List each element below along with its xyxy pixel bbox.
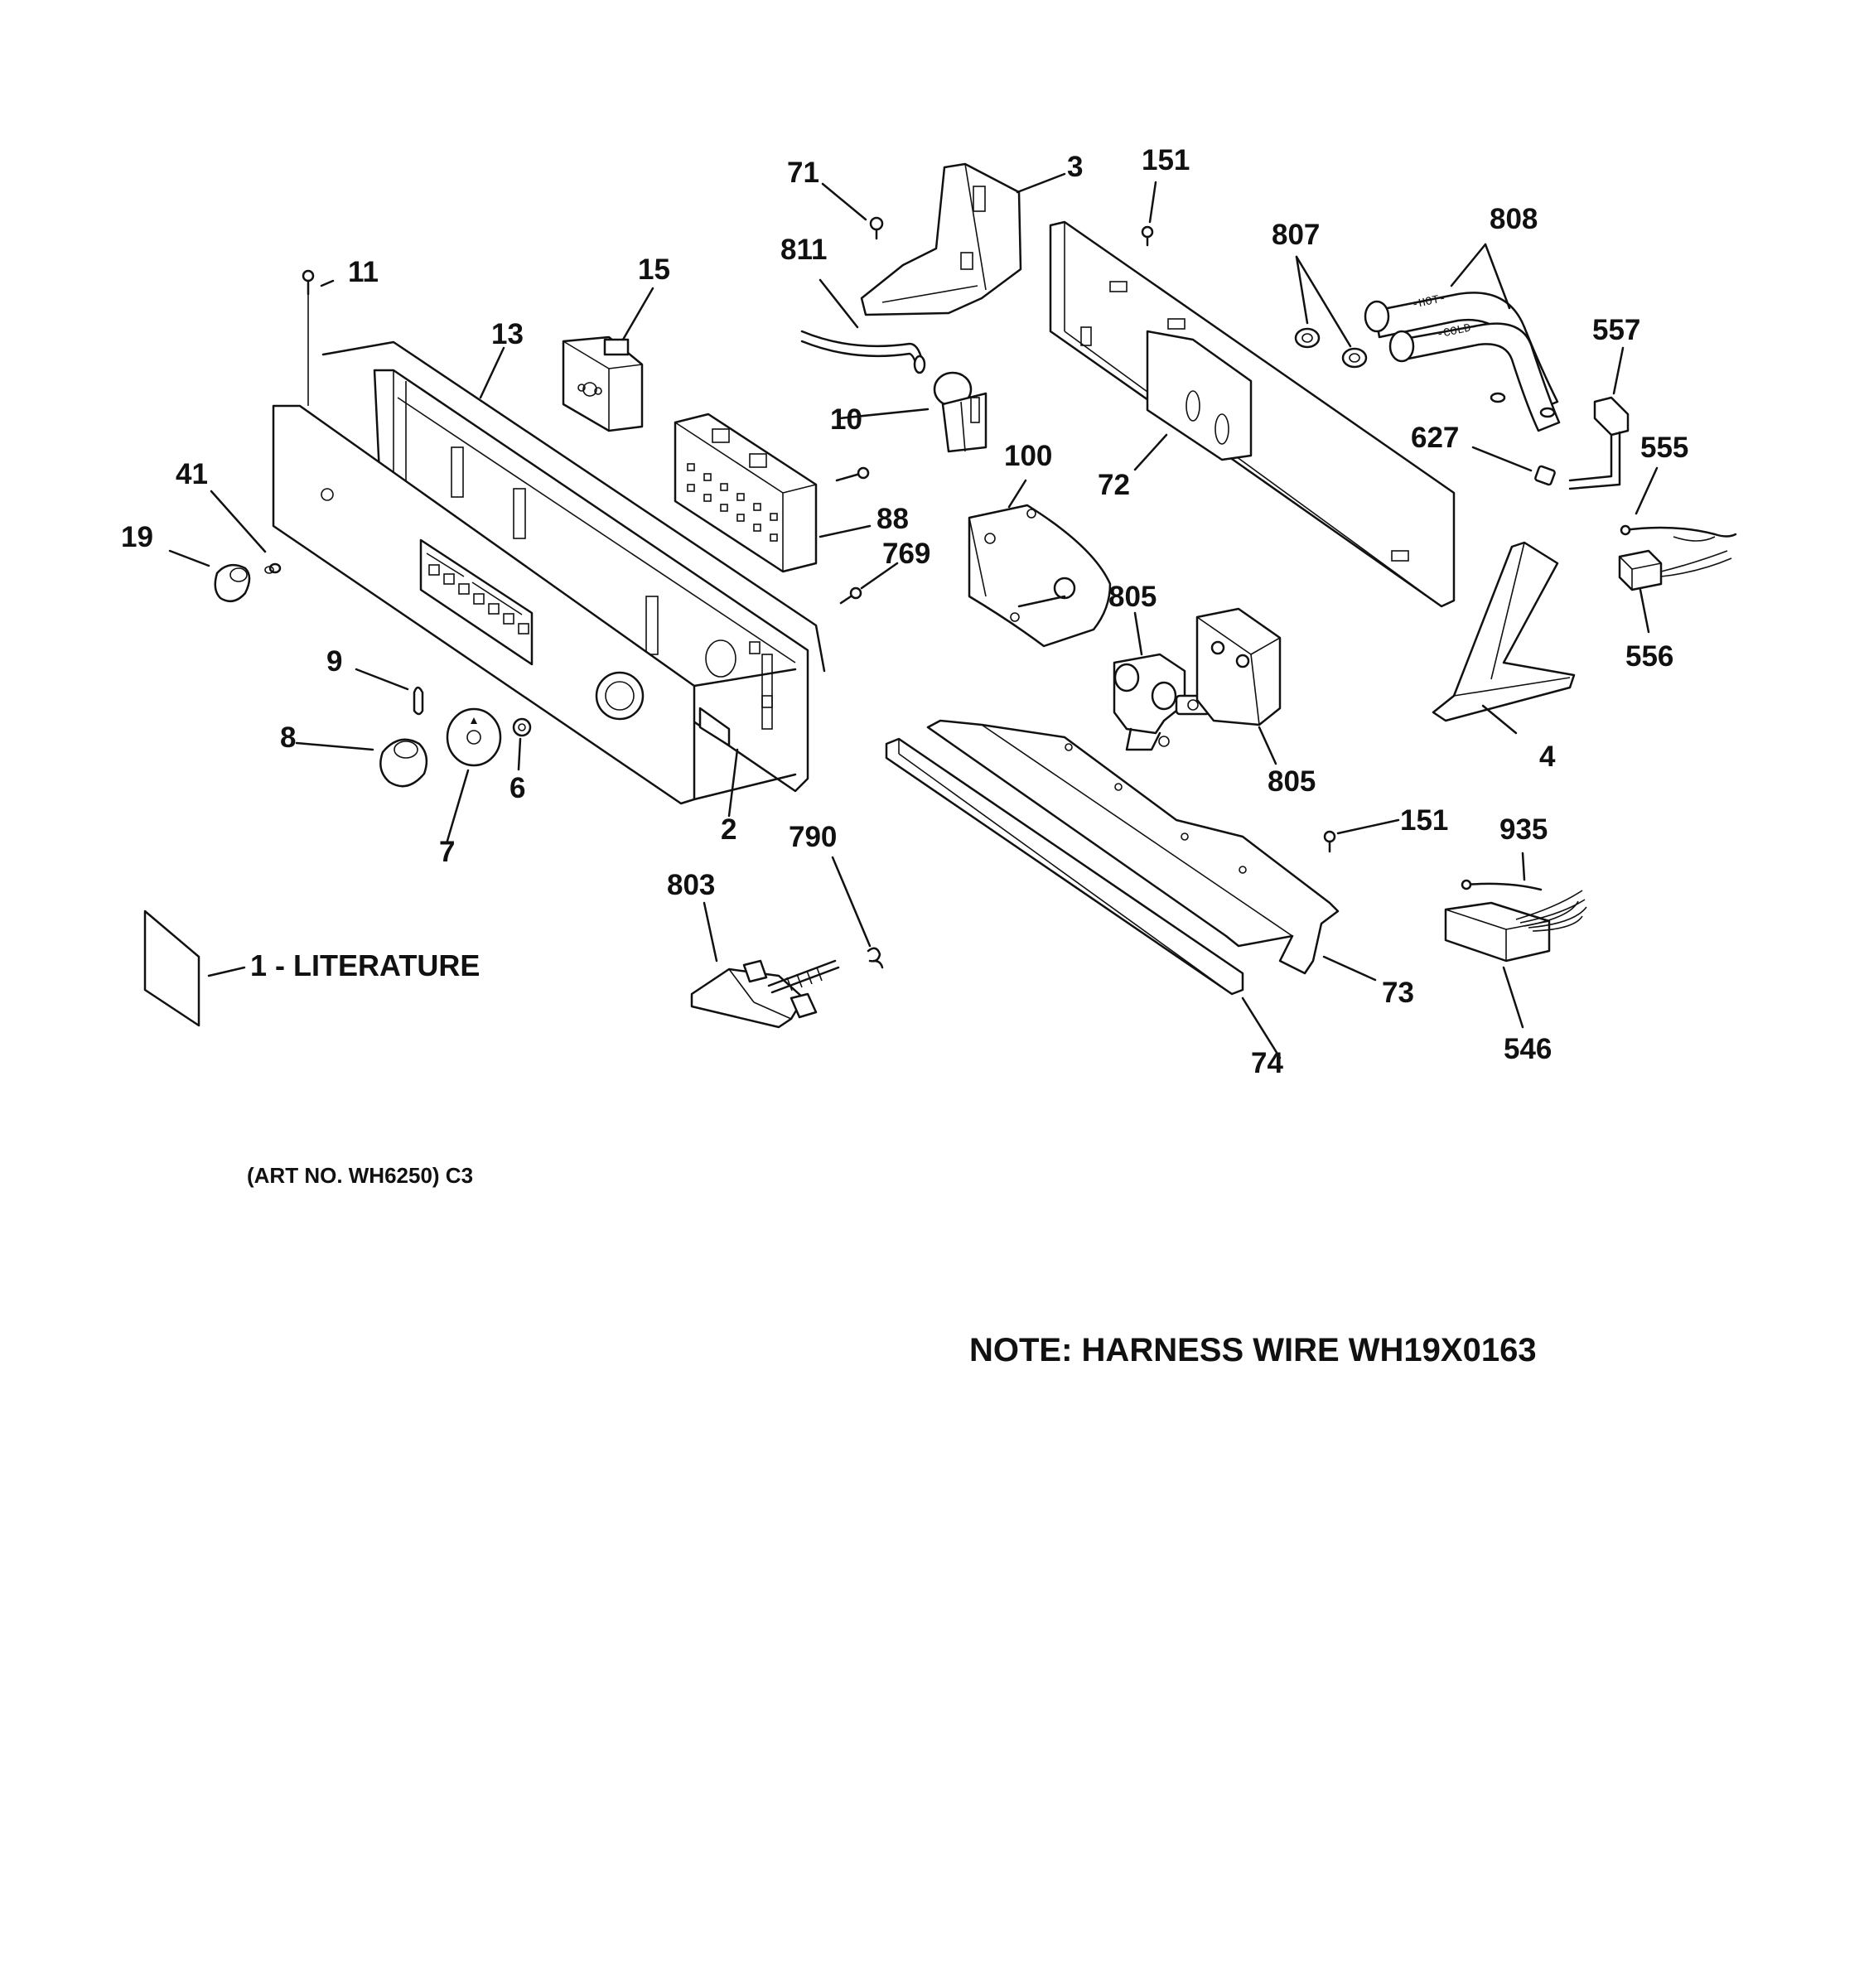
clip-41 bbox=[264, 562, 282, 574]
screw-71 bbox=[869, 216, 884, 240]
dispenser-803 bbox=[690, 959, 840, 1029]
callout-13: 13 bbox=[491, 318, 524, 350]
washers-807 bbox=[1294, 327, 1368, 369]
callout-15: 15 bbox=[638, 253, 670, 286]
inlet-hoses-808: -HOT- -COLD- bbox=[1364, 292, 1561, 432]
callout-72: 72 bbox=[1098, 469, 1130, 501]
callout-8: 8 bbox=[280, 721, 296, 754]
screw-151-lower bbox=[1323, 830, 1336, 853]
callout-627: 627 bbox=[1411, 422, 1459, 454]
harness-note: NOTE: HARNESS WIRE WH19X0163 bbox=[969, 1332, 1537, 1368]
timer-100 bbox=[968, 504, 1112, 648]
clip-790 bbox=[867, 947, 884, 969]
nut-6 bbox=[512, 717, 532, 737]
callout-935: 935 bbox=[1499, 813, 1548, 846]
screw-151-upper bbox=[1141, 225, 1154, 247]
callout-808: 808 bbox=[1490, 203, 1538, 235]
callout-805-upper: 805 bbox=[1108, 581, 1157, 613]
callout-10: 10 bbox=[830, 403, 862, 436]
literature-envelope bbox=[143, 910, 200, 1027]
spring-clip-9 bbox=[413, 686, 424, 716]
dial-skirt-8 bbox=[379, 738, 428, 788]
callout-769: 769 bbox=[882, 538, 930, 570]
terminal-block-556 bbox=[1618, 549, 1732, 591]
callout-6: 6 bbox=[509, 772, 525, 804]
callout-805-lower: 805 bbox=[1268, 765, 1316, 798]
screw-769 bbox=[839, 586, 862, 605]
callout-151-upper: 151 bbox=[1142, 144, 1190, 176]
callout-807: 807 bbox=[1272, 219, 1320, 251]
control-board-88 bbox=[674, 413, 818, 573]
callout-555: 555 bbox=[1640, 432, 1688, 464]
callout-19: 19 bbox=[121, 521, 153, 553]
harness-connector-546 bbox=[1444, 890, 1587, 963]
wire-555 bbox=[1620, 524, 1737, 542]
callout-71: 71 bbox=[787, 157, 819, 189]
callout-151-lower: 151 bbox=[1400, 804, 1448, 837]
hose-811 bbox=[800, 330, 926, 374]
callout-3: 3 bbox=[1067, 151, 1083, 183]
trim-strip-74 bbox=[885, 737, 1244, 996]
callout-556: 556 bbox=[1625, 640, 1673, 673]
callout-numbers: 71 3 151 807 808 811 11 15 13 557 10 627… bbox=[121, 144, 1688, 1079]
callout-557: 557 bbox=[1592, 314, 1640, 346]
callout-73: 73 bbox=[1382, 977, 1414, 1009]
callout-41: 41 bbox=[176, 458, 208, 490]
callout-9: 9 bbox=[326, 645, 342, 678]
leader-lines bbox=[168, 172, 1659, 1059]
backsplash-72 bbox=[1049, 220, 1456, 608]
literature-label: 1 - LITERATURE bbox=[250, 948, 480, 982]
callout-546: 546 bbox=[1504, 1033, 1552, 1065]
callout-2: 2 bbox=[721, 813, 736, 846]
bottom-rail-73 bbox=[926, 719, 1340, 975]
grommet-627 bbox=[1534, 465, 1556, 486]
art-number: (ART NO. WH6250) C3 bbox=[247, 1163, 473, 1188]
wire-935 bbox=[1461, 879, 1543, 891]
knob-19 bbox=[214, 563, 251, 603]
screw-88 bbox=[835, 466, 870, 482]
end-cap-4 bbox=[1432, 541, 1576, 722]
control-panel-13 bbox=[272, 340, 826, 805]
callout-790: 790 bbox=[789, 821, 837, 853]
callout-100: 100 bbox=[1004, 440, 1052, 472]
cord-clamp-557 bbox=[1568, 396, 1630, 490]
screw-11 bbox=[302, 269, 315, 406]
callout-88: 88 bbox=[876, 503, 909, 535]
dial-7 bbox=[446, 707, 502, 767]
callout-811: 811 bbox=[780, 234, 827, 266]
water-valve-805 bbox=[1113, 653, 1211, 751]
callout-803: 803 bbox=[667, 869, 715, 901]
callout-11: 11 bbox=[348, 256, 379, 288]
pressure-switch-10 bbox=[933, 371, 988, 453]
callout-74: 74 bbox=[1251, 1047, 1283, 1079]
switch-15 bbox=[562, 335, 644, 432]
bracket-3 bbox=[860, 162, 1022, 316]
callout-7: 7 bbox=[439, 836, 455, 868]
valve-block-805 bbox=[1195, 607, 1282, 726]
callout-4: 4 bbox=[1539, 741, 1556, 773]
